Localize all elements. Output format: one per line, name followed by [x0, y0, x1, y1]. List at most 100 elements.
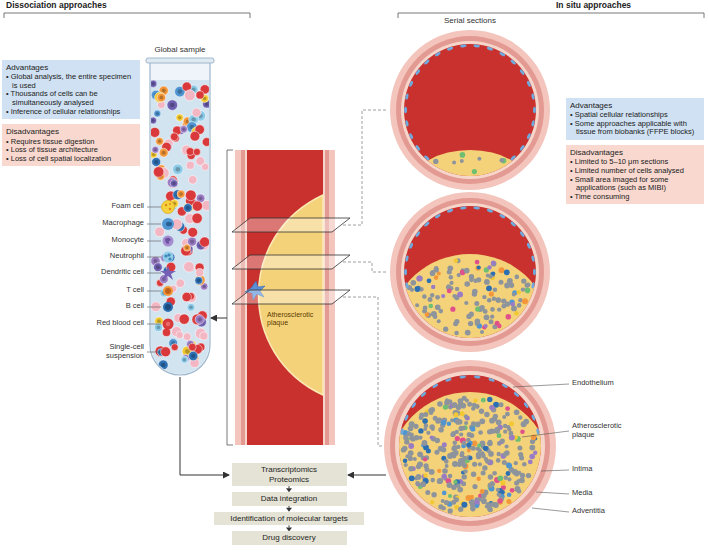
cell — [497, 307, 501, 311]
cell — [514, 461, 518, 465]
cell — [492, 297, 496, 301]
cell — [157, 93, 166, 102]
endothelial-cell — [533, 107, 536, 113]
cell — [519, 477, 525, 483]
cell-nucleus — [170, 103, 175, 108]
cell — [437, 478, 443, 484]
cell — [167, 178, 177, 188]
cell — [473, 399, 477, 403]
cell — [405, 454, 409, 458]
bullet-text: • Thousands of cells can be simultaneous… — [6, 90, 136, 107]
endothelial-cell — [405, 93, 409, 100]
advantages-box: Advantages• Global analysis, the entire … — [2, 60, 140, 119]
cell-nucleus — [189, 306, 193, 310]
cell — [438, 446, 444, 452]
cell — [154, 263, 163, 272]
cell — [454, 259, 459, 264]
cell — [471, 421, 476, 426]
structure-label: Atherosclerotic plaque — [267, 311, 323, 327]
cell — [161, 347, 171, 357]
cell — [187, 303, 195, 311]
cell — [447, 289, 452, 294]
cell-nucleus — [160, 96, 164, 100]
cell — [500, 439, 505, 444]
cell — [192, 108, 201, 117]
bullet-text: • Limited to 5–10 μm sections — [570, 158, 700, 167]
cell — [492, 416, 497, 421]
cell — [484, 314, 490, 320]
cell-nucleus — [203, 285, 206, 288]
cell — [190, 131, 200, 141]
cell — [515, 275, 520, 280]
cell — [192, 213, 202, 223]
endothelial-cell — [519, 69, 525, 76]
cell — [437, 401, 443, 407]
cell — [435, 438, 440, 443]
cell — [453, 441, 458, 446]
cell — [170, 180, 178, 188]
endothelial-cell — [420, 391, 427, 398]
cell — [455, 419, 461, 425]
cell-nucleus — [158, 140, 162, 144]
cell-label: Foam cell — [60, 202, 144, 211]
cell — [181, 356, 188, 363]
cell — [176, 331, 183, 338]
cell — [482, 465, 487, 470]
cell-nucleus — [152, 82, 155, 85]
cell — [152, 157, 161, 166]
cell — [195, 315, 204, 324]
cell — [514, 480, 519, 485]
cell — [196, 269, 204, 277]
featured-cells — [160, 201, 176, 330]
cell — [152, 146, 159, 153]
endothelial-cell — [460, 44, 467, 48]
cell — [445, 464, 449, 468]
cell — [460, 159, 464, 163]
cell-nucleus — [156, 265, 160, 269]
cell — [476, 277, 481, 282]
cell-leaders — [147, 207, 161, 352]
endothelial-cell — [408, 242, 413, 249]
bullet-text: • Requires tissue digestion — [6, 138, 136, 147]
endothelial-cell — [432, 383, 439, 389]
cell — [503, 430, 507, 434]
cell — [446, 284, 451, 289]
cell — [503, 424, 507, 428]
endothelial-cell — [519, 144, 525, 151]
cell — [483, 309, 488, 314]
cell — [435, 295, 440, 300]
endothelial-cell — [415, 144, 421, 151]
cell — [464, 301, 468, 305]
cell — [512, 306, 517, 311]
cell-label: T cell — [60, 286, 144, 295]
cell-label: Dendritic cell — [60, 268, 144, 277]
cell — [448, 474, 453, 479]
endothelial-cell — [531, 414, 536, 421]
cell — [441, 294, 445, 298]
cell — [522, 462, 527, 467]
cell — [518, 415, 522, 419]
cell — [416, 482, 420, 486]
cell-label: Macrophage — [60, 219, 144, 228]
cell — [447, 482, 453, 488]
cell — [200, 237, 210, 247]
cell — [443, 327, 448, 332]
cell — [491, 260, 496, 265]
cell — [442, 442, 447, 447]
cell — [431, 492, 436, 497]
cell-nucleus — [178, 89, 183, 94]
cell — [500, 480, 505, 485]
cell — [482, 295, 486, 299]
cell-label: B cell — [60, 302, 144, 311]
cell — [518, 452, 523, 457]
connector-line — [289, 506, 290, 508]
endothelial-cell — [526, 80, 531, 87]
cell — [487, 429, 492, 434]
cell — [528, 460, 533, 465]
endothelial-cell — [405, 282, 409, 289]
cell — [464, 268, 470, 274]
cell — [441, 420, 446, 425]
cell — [186, 148, 194, 156]
endothelial-cell — [404, 107, 407, 113]
cell — [475, 319, 481, 325]
